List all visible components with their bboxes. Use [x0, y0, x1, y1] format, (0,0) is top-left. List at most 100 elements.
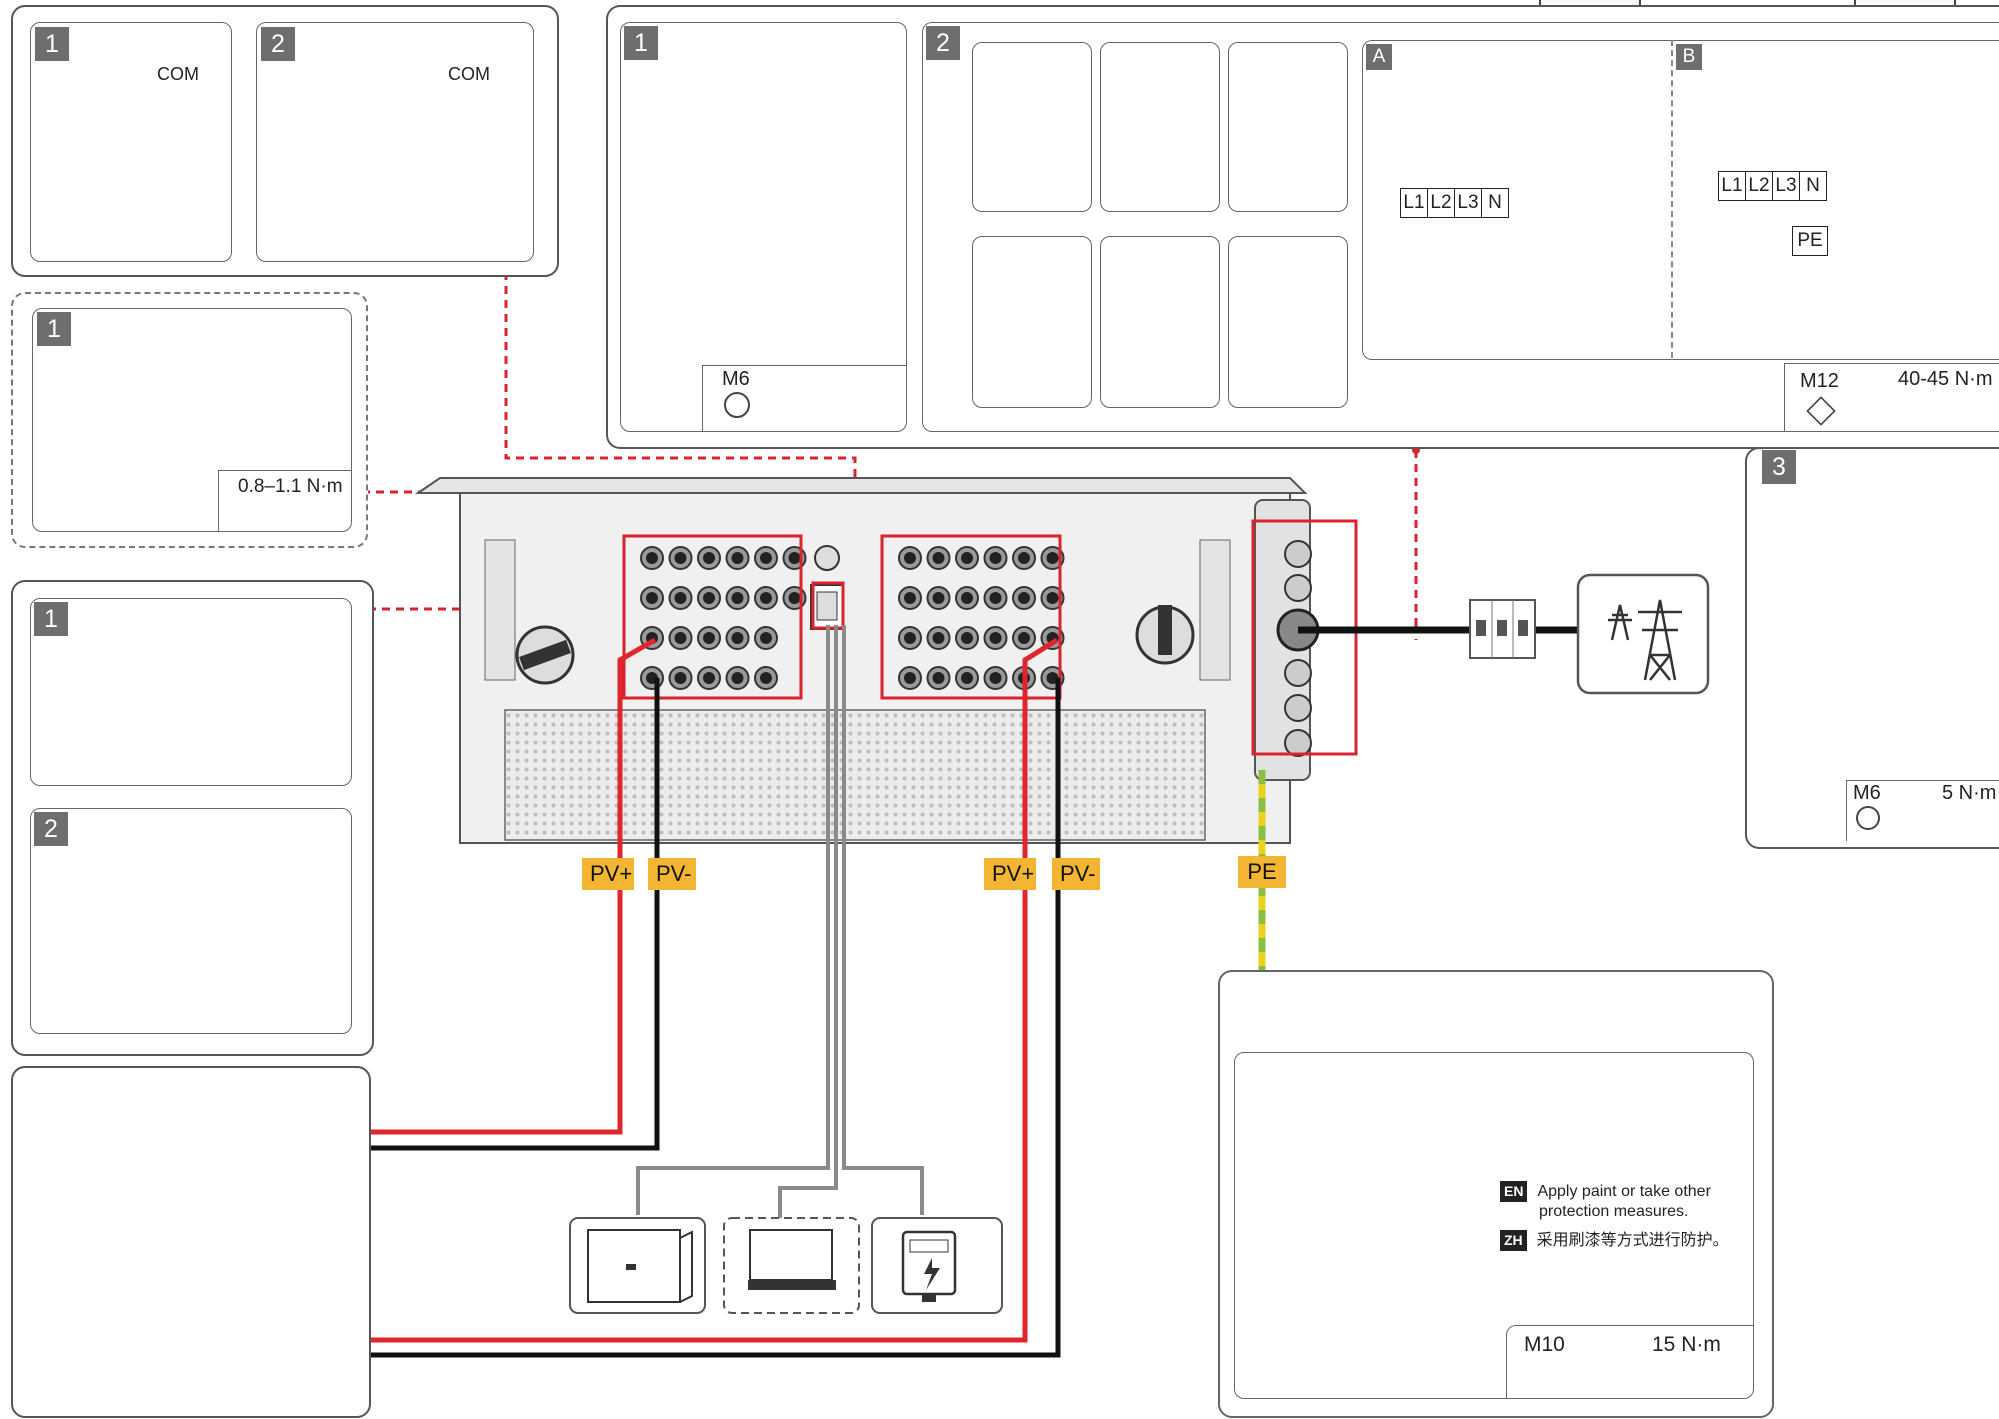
pv-connector: [955, 626, 979, 650]
minus-sign-2: −: [327, 888, 339, 908]
cover-step-1-tool-box: [702, 365, 906, 431]
pv-step-1-card: [30, 598, 352, 786]
pv-connector: [898, 546, 922, 570]
phase-label-b-pe: PE: [1792, 226, 1828, 256]
usb-torque-box: [218, 470, 351, 531]
pv-connector: [926, 546, 951, 570]
com-label-1: COM: [157, 64, 199, 84]
highlight-boxes: [622, 519, 1358, 756]
pv-connector: [668, 546, 693, 570]
cover-step-1-screw: M6: [722, 368, 750, 390]
ac-sub-b: B: [1676, 44, 1702, 70]
zh-badge: ZH: [1500, 1230, 1527, 1251]
ground-note-zh: ZH 采用刷漆等方式进行防护。: [1500, 1230, 1729, 1251]
communication-device: [723, 1217, 860, 1314]
pv-connector: [754, 546, 778, 570]
pv-step-2-card: [30, 808, 352, 1034]
pv-connector: [668, 626, 693, 650]
close-cover-screw: M6: [1853, 782, 1881, 804]
pv-connector: [697, 546, 721, 570]
pv-connector: [983, 546, 1008, 570]
pv-connector: [926, 626, 951, 650]
tag-pv-plus-left: PV+: [582, 858, 634, 890]
com-step-1-card: [30, 22, 232, 262]
pv-connector: [1012, 546, 1036, 570]
pv-connector: [754, 586, 778, 610]
communication-cables: [636, 625, 924, 1228]
pv-connector: [955, 666, 979, 690]
tag-pv-minus-right: PV-: [1052, 858, 1100, 890]
cover-step-1-number: 1: [624, 26, 658, 60]
phase-label-b-l3: L3: [1772, 171, 1800, 201]
com-label-2: COM: [448, 64, 490, 84]
meter-icon: [871, 1217, 1003, 1314]
pv-connector: [983, 586, 1008, 610]
ac-breaker: [1469, 599, 1536, 659]
pv-connector: [725, 586, 750, 610]
pv-connector: [955, 586, 979, 610]
usb-torque: 0.8–1.1 N·m: [238, 476, 343, 497]
pv-connector: [926, 586, 951, 610]
pv-connector: [1012, 626, 1036, 650]
pv-connector: [668, 586, 693, 610]
pv-connector: [898, 626, 922, 650]
pv-connector: [697, 626, 721, 650]
pv-connector: [983, 666, 1008, 690]
phase-label-b-n: N: [1799, 171, 1827, 201]
pv-connector: [754, 626, 778, 650]
com-step-2-card: [256, 22, 534, 262]
pv-connector: [697, 666, 721, 690]
phase-label-a-n: N: [1481, 188, 1509, 218]
tag-pv-minus-left: PV-: [648, 858, 696, 890]
ac-screw-size: M12: [1800, 370, 1839, 392]
pv-connector: [898, 586, 922, 610]
minus-sign-1: −: [289, 688, 301, 708]
lug-check-card-2: [1100, 42, 1220, 212]
pv-connector: [725, 626, 750, 650]
pv-connector: [898, 666, 922, 690]
datalogger-device: [569, 1217, 706, 1314]
hex-socket-icon: [1856, 806, 1880, 830]
power-tower-icon: [1576, 573, 1710, 695]
dc-cables: [335, 637, 1061, 1358]
pv-connector: [1012, 586, 1036, 610]
lug-check-card-1: [972, 42, 1092, 212]
pv-connector: [926, 666, 951, 690]
zh-text: 采用刷漆等方式进行防护。: [1536, 1232, 1729, 1249]
en-text-line2: protection measures.: [1539, 1203, 1689, 1220]
ground-detail-card: [1234, 1052, 1754, 1399]
close-cover-panel: [1745, 447, 1999, 849]
tag-pe: PE: [1238, 856, 1286, 888]
phase-label-b-l1: L1: [1718, 171, 1746, 201]
ac-torque: 40-45 N·m: [1898, 368, 1993, 390]
en-badge: EN: [1500, 1181, 1528, 1202]
pv-connector: [640, 666, 664, 690]
plus-sign-1: +: [269, 625, 281, 645]
pv-connector: [668, 666, 693, 690]
ac-tool-box: [1784, 363, 1999, 431]
close-cover-tool-box: [1846, 780, 1999, 841]
hex-socket-icon: [724, 392, 750, 418]
lug-check-card-6: [1228, 236, 1348, 408]
pv-connector: [955, 546, 979, 570]
phase-label-a-l3: L3: [1454, 188, 1482, 218]
ground-torque: 15 N·m: [1652, 1333, 1721, 1356]
pv-step-2-number: 2: [34, 812, 68, 846]
lug-check-card-5: [1100, 236, 1220, 408]
pv-connector: [640, 586, 664, 610]
pv-step-1-number: 1: [34, 602, 68, 636]
pv-connector: [725, 546, 750, 570]
pv-connector: [983, 626, 1008, 650]
phase-label-b-l2: L2: [1745, 171, 1773, 201]
com-step-1-number: 1: [35, 27, 69, 61]
plus-sign-2: +: [300, 818, 312, 838]
lug-check-card-3: [1228, 42, 1348, 212]
phase-label-a-l2: L2: [1427, 188, 1455, 218]
ac-card-divider: [1671, 40, 1673, 358]
cover-step-1-card: [620, 22, 907, 432]
tag-pv-plus-right: PV+: [984, 858, 1036, 890]
close-cover-step-number: 3: [1762, 450, 1796, 484]
ac-sub-a: A: [1366, 44, 1392, 70]
